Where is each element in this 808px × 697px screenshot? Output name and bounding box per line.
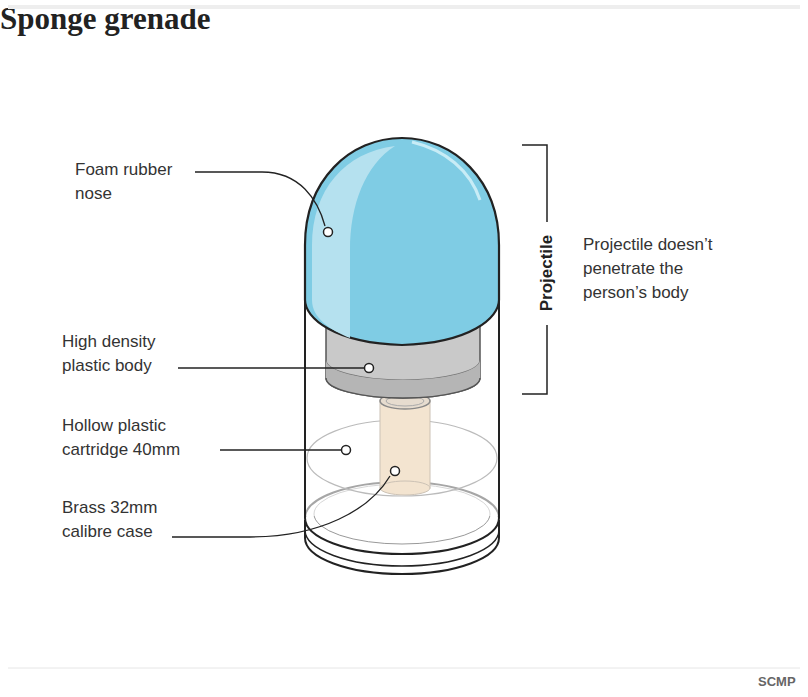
leader-line: [178, 367, 364, 368]
bracket: [522, 145, 547, 222]
watermark: SCMP: [758, 674, 796, 690]
top-rule: [8, 5, 800, 9]
foam-nose: [305, 138, 499, 345]
plastic-body-edge: [326, 378, 480, 398]
leader-line: [195, 172, 325, 226]
leader-line: [220, 449, 341, 450]
tube-left: [304, 290, 306, 518]
note-text: Projectile doesn’t penetrate the person’…: [583, 233, 743, 305]
brass-case: [380, 400, 430, 488]
bracket: [522, 325, 547, 394]
part-label: Brass 32mm calibre case: [62, 496, 180, 544]
leader-dot: [342, 446, 351, 455]
part-label: Foam rubber nose: [75, 158, 187, 206]
part-label: Hollow plastic cartridge 40mm: [62, 414, 212, 462]
leader-dot: [365, 364, 374, 373]
plastic-body-shade: [326, 360, 480, 398]
tube-right: [498, 290, 500, 518]
bracket-label: Projectile: [535, 229, 559, 318]
leader-line: [172, 476, 390, 537]
nose-highlight: [312, 146, 395, 338]
brass-case-bottom: [380, 481, 430, 495]
nose-shine: [412, 142, 480, 200]
bottom-rule: [8, 668, 800, 669]
part-label: High density plastic body: [62, 330, 180, 378]
leader-dot: [391, 467, 400, 476]
leader-dot: [324, 228, 333, 237]
